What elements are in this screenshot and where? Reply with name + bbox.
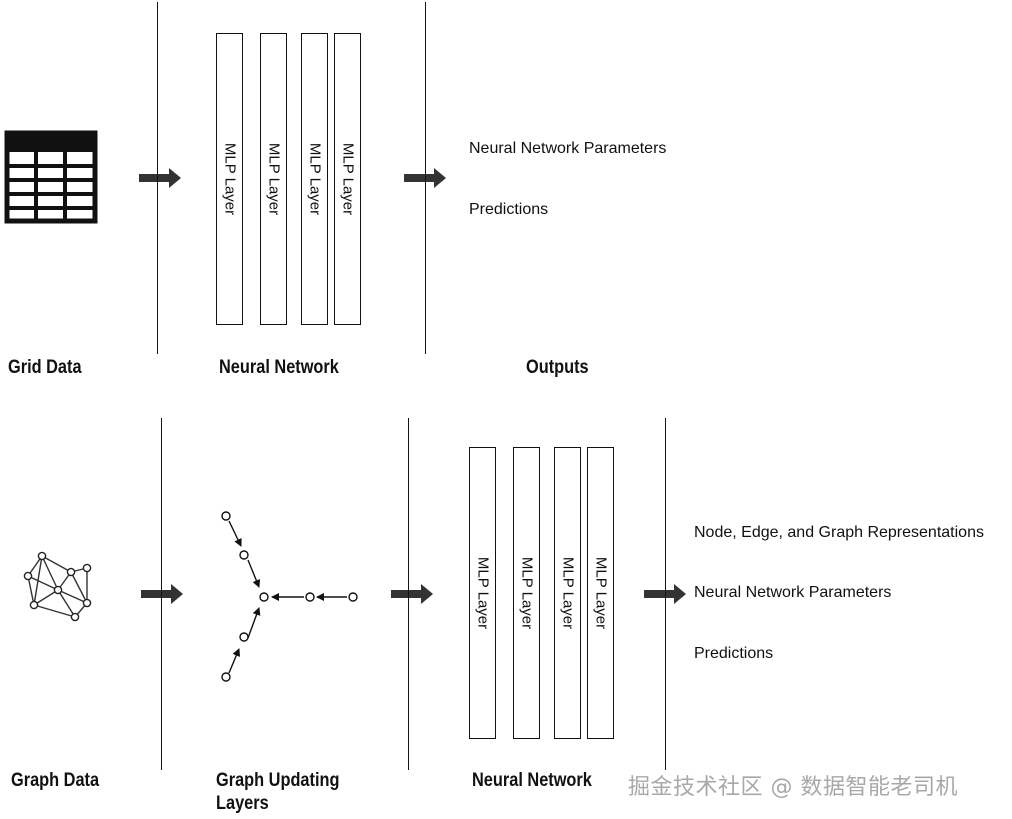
mlp-layer-box: MLP Layer [334,33,361,325]
section-divider [425,2,426,354]
right-arrow-icon [391,584,433,604]
section-label-neural-network: Neural Network [219,357,339,378]
mlp-layer-box: MLP Layer [554,447,581,739]
mlp-layer-label: MLP Layer [474,556,491,630]
graph-network-icon [23,551,92,622]
mlp-layer-label: MLP Layer [592,556,609,630]
output-item: Neural Network Parameters [694,584,892,601]
mlp-layer-label: MLP Layer [518,556,535,630]
section-divider [157,2,158,354]
output-item: Predictions [694,645,774,662]
output-item: Predictions [469,201,549,218]
mlp-layer-label: MLP Layer [265,142,282,216]
output-item: Node, Edge, and Graph Representations [694,524,984,541]
section-label-grid-data: Grid Data [8,357,82,378]
section-label-neural-network: Neural Network [472,770,592,791]
mlp-layer-label: MLP Layer [559,556,576,630]
section-label-graph-updating: Graph Updating [216,770,340,791]
section-label-outputs: Outputs [526,357,589,378]
mlp-layer-label: MLP Layer [221,142,238,216]
message-passing-icon [221,511,358,682]
output-item: Neural Network Parameters [469,140,667,157]
mlp-layer-box: MLP Layer [469,447,496,739]
section-divider [408,418,409,770]
section-divider [665,418,666,770]
section-divider [161,418,162,770]
mlp-layer-box: MLP Layer [513,447,540,739]
mlp-layer-box: MLP Layer [301,33,328,325]
watermark-text: 掘金技术社区 @ 数据智能老司机 [628,775,958,800]
section-label-graph-data: Graph Data [11,770,100,791]
section-label-layers: Layers [216,793,269,814]
table-grid-icon [4,130,98,224]
mlp-layer-box: MLP Layer [216,33,243,325]
mlp-layer-label: MLP Layer [339,142,356,216]
mlp-layer-box: MLP Layer [587,447,614,739]
right-arrow-icon [139,168,181,188]
mlp-layer-label: MLP Layer [306,142,323,216]
right-arrow-icon [141,584,183,604]
mlp-layer-box: MLP Layer [260,33,287,325]
